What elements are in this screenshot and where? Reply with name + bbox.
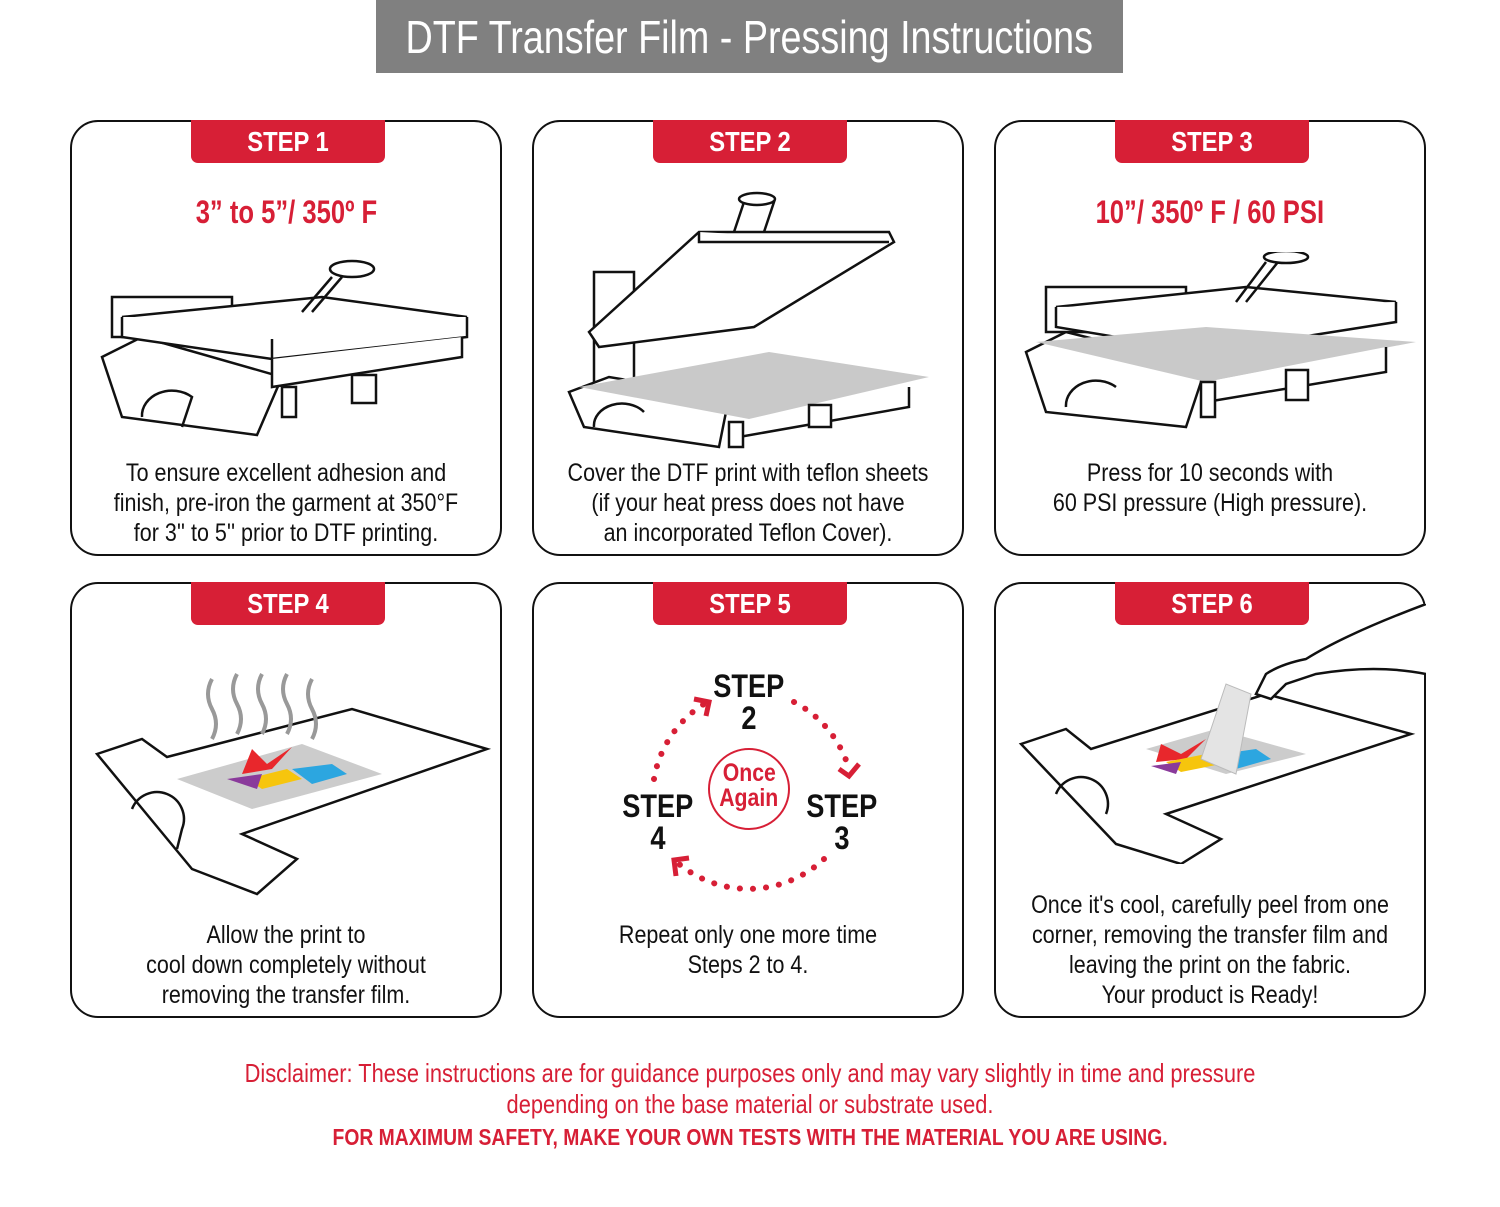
heat-press-pressing-illustration — [1024, 252, 1416, 429]
desc-line: Allow the print to — [206, 921, 366, 949]
desc-line: corner, removing the transfer film and — [1031, 921, 1389, 949]
desc-line: Repeat only one more time — [618, 921, 878, 949]
disclaimer-line: Disclaimer: These instructions are for g… — [244, 1058, 1256, 1088]
step-label: STEP 1 — [247, 125, 329, 157]
step-description: To ensure excellent adhesion and finish,… — [72, 458, 500, 548]
cooling-garment-illustration — [94, 673, 492, 896]
desc-line: Your product is Ready! — [1101, 981, 1319, 1009]
desc-line: finish, pre-iron the garment at 350°F — [113, 489, 459, 517]
step-6-panel: STEP 6 Once it's cool, carefully peel fr… — [994, 582, 1426, 1018]
desc-line: 60 PSI pressure (High pressure). — [1052, 489, 1368, 517]
desc-line: for 3'' to 5'' prior to DTF printing. — [133, 519, 439, 547]
desc-line: cool down completely without — [146, 951, 426, 979]
safety-warning: FOR MAXIMUM SAFETY, MAKE YOUR OWN TESTS … — [0, 1124, 1500, 1151]
heat-press-closed-illustration — [100, 259, 469, 437]
desc-line: Press for 10 seconds with — [1086, 459, 1334, 487]
repeat-cycle-arrows-icon — [651, 696, 861, 892]
step-tab: STEP 3 — [1115, 120, 1309, 163]
desc-line: Once it's cool, carefully peel from one — [1031, 891, 1389, 919]
desc-line: removing the transfer film. — [161, 981, 411, 1009]
step-2-panel: STEP 2 Cover the DTF print with teflon s… — [532, 120, 964, 556]
step-tab: STEP 4 — [191, 582, 385, 625]
desc-line: To ensure excellent adhesion and — [125, 459, 447, 487]
step-3-panel: STEP 3 10”/ 350º F / 60 PSI Press for 10… — [994, 120, 1426, 556]
subtitle-text: 3” to 5”/ 350º F — [195, 194, 377, 230]
desc-line: leaving the print on the fabric. — [1068, 951, 1352, 979]
subtitle-text: 10”/ 350º F / 60 PSI — [1095, 194, 1325, 230]
step-tab: STEP 2 — [653, 120, 847, 163]
disclaimer-line: depending on the base material or substr… — [506, 1089, 994, 1119]
step-label: STEP 2 — [709, 125, 791, 157]
step-tab: STEP 1 — [191, 120, 385, 163]
desc-line: Cover the DTF print with teflon sheets — [567, 459, 929, 487]
step-label: STEP 3 — [1171, 125, 1253, 157]
step-subtitle: 10”/ 350º F / 60 PSI — [996, 194, 1424, 231]
step-description: Press for 10 seconds with 60 PSI pressur… — [996, 458, 1424, 518]
step-label: STEP 6 — [1171, 587, 1253, 619]
step-label: STEP 5 — [709, 587, 791, 619]
peeling-film-illustration — [1018, 604, 1426, 864]
step-description: Cover the DTF print with teflon sheets (… — [534, 458, 962, 548]
heat-press-open-illustration — [567, 191, 929, 449]
step-tab: STEP 6 — [1115, 582, 1309, 625]
step-1-panel: STEP 1 3” to 5”/ 350º F To ensure excell… — [70, 120, 502, 556]
step-description: Once it's cool, carefully peel from one … — [996, 890, 1424, 1010]
page-title: DTF Transfer Film - Pressing Instruction… — [376, 0, 1123, 73]
step-description: Repeat only one more time Steps 2 to 4. — [534, 920, 962, 980]
step-label: STEP 4 — [247, 587, 329, 619]
desc-line: an incorporated Teflon Cover). — [603, 519, 893, 547]
step-tab: STEP 5 — [653, 582, 847, 625]
desc-line: (if your heat press does not have — [591, 489, 905, 517]
desc-line: Steps 2 to 4. — [687, 951, 809, 979]
title-text: DTF Transfer Film - Pressing Instruction… — [405, 10, 1094, 63]
step-subtitle: 3” to 5”/ 350º F — [72, 194, 500, 231]
step-4-panel: STEP 4 Allow the print to cool down comp… — [70, 582, 502, 1018]
warning-text: FOR MAXIMUM SAFETY, MAKE YOUR OWN TESTS … — [332, 1124, 1168, 1150]
step-description: Allow the print to cool down completely … — [72, 920, 500, 1010]
disclaimer: Disclaimer: These instructions are for g… — [0, 1058, 1500, 1120]
